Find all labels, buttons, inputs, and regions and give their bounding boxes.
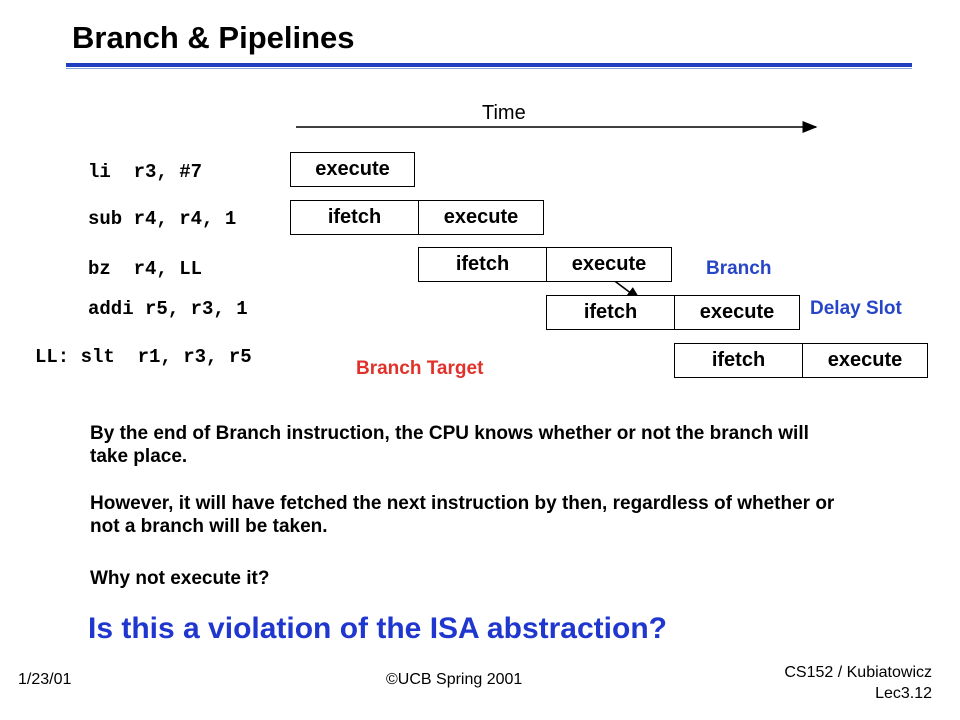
branch-label: Branch xyxy=(706,258,772,279)
paragraph-why: Why not execute it? xyxy=(90,568,270,589)
stage-ifetch: ifetch xyxy=(419,248,547,281)
stage-ifetch: ifetch xyxy=(547,296,675,329)
slide-title: Branch & Pipelines xyxy=(72,20,355,55)
stage-execute: execute xyxy=(699,301,775,323)
footer-course: CS152 / Kubiatowicz xyxy=(784,664,932,681)
footer-lecture: Lec3.12 xyxy=(875,685,932,702)
instruction-addi: addi r5, r3, 1 xyxy=(88,298,248,320)
stage-ifetch: ifetch xyxy=(291,201,419,234)
instruction-li: li r3, #7 xyxy=(88,161,203,183)
pipeline-row-slt: ifetch execute xyxy=(674,343,928,378)
time-label: Time xyxy=(482,102,526,124)
branch-target-label: Branch Target xyxy=(356,358,484,379)
pipeline-row-sub: ifetch execute xyxy=(290,200,544,235)
stage-execute: execute xyxy=(443,206,519,228)
title-rule-thin xyxy=(66,68,912,69)
pipeline-row-addi: ifetch execute xyxy=(546,295,800,330)
stage-ifetch: ifetch xyxy=(675,344,803,377)
delay-slot-label: Delay Slot xyxy=(810,298,902,319)
paragraph-branch-known: By the end of Branch instruction, the CP… xyxy=(90,423,809,467)
instruction-bz: bz r4, LL xyxy=(88,258,203,280)
stage-execute: execute xyxy=(827,349,903,371)
paragraph-fetched: However, it will have fetched the next i… xyxy=(90,493,835,537)
stage-execute: execute xyxy=(571,253,647,275)
footer-copyright: ©UCB Spring 2001 xyxy=(386,671,523,688)
stage-execute: execute xyxy=(315,158,390,180)
pipeline-row-bz: ifetch execute xyxy=(418,247,672,282)
title-rule xyxy=(66,63,912,67)
instruction-sub: sub r4, r4, 1 xyxy=(88,208,237,230)
instruction-slt: LL: slt r1, r3, r5 xyxy=(35,346,252,368)
isa-question: Is this a violation of the ISA abstracti… xyxy=(88,612,667,645)
pipeline-row-li: execute xyxy=(290,152,415,187)
footer-date: 1/23/01 xyxy=(18,671,72,688)
